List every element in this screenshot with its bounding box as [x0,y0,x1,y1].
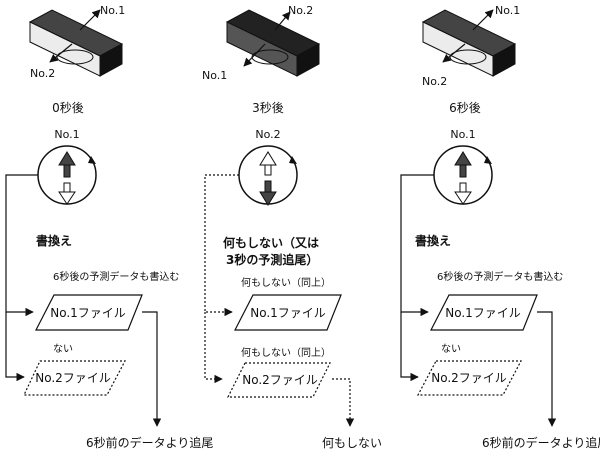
file-label: No.1ファイル [50,306,126,320]
rotation-dial [238,145,298,206]
file-no1: No.1ファイル [234,294,342,331]
sensor-label-bottom: No.2 [422,75,447,88]
file-label: No.1ファイル [250,306,326,320]
column-0s: No.1 No.2 0秒後 No.1 書換え 6秒後の予測データも書込む [5,4,213,450]
rotation-dial [37,145,97,205]
rotation-dial [433,145,493,205]
arrow-up-icon [454,151,472,178]
file-label: No.2ファイル [35,371,111,385]
file-label: No.1ファイル [445,306,521,320]
sensor-label-bottom: No.2 [30,67,55,80]
action-label: 書換え [36,233,72,248]
arrow-down-icon [259,180,277,206]
arrow-down-icon [454,182,472,205]
file2-note: ない [441,343,461,355]
sensor-bar-icon [28,9,124,77]
column-3s: No.2 No.1 3秒後 No.2 何もしない（又は 3秒の予測追尾） 何もし… [202,4,382,450]
column-6s: No.1 No.2 6秒後 No.1 書換え 6秒後の予測データも書込む No.… [400,4,600,450]
file-no1: No.1ファイル [35,294,143,331]
sensor-bar-icon [225,9,321,77]
file-no1: No.1ファイル [430,294,538,331]
sensor-label-top: No.1 [100,4,125,17]
file-label: No.2ファイル [431,371,507,385]
arrow-up-icon [58,151,76,178]
file-label: No.2ファイル [242,373,318,387]
sensor-label-top: No.1 [495,4,520,17]
file-no2: No.2ファイル [417,360,522,396]
time-label: 0秒後 [52,101,84,115]
action-label: 書換え [415,233,451,248]
file2-note: ない [53,343,73,355]
result-label: 6秒前のデータより追尾 [86,435,213,450]
file1-note: 6秒後の予測データも書込む [437,270,563,283]
time-label: 6秒後 [449,101,481,115]
arrow-down-icon [58,182,76,205]
dial-label: No.2 [255,128,280,141]
action-label-line2: 3秒の予測追尾） [226,252,318,267]
result-label: 6秒前のデータより追尾 [482,435,600,450]
result-label: 何もしない [322,436,382,450]
sensor-label-top: No.2 [288,4,313,17]
time-label: 3秒後 [252,101,284,115]
file1-note: 何もしない（同上） [241,276,331,289]
file-no2: No.2ファイル [227,362,331,398]
file1-note: 6秒後の予測データも書込む [53,270,179,283]
sensor-label-bottom: No.1 [202,69,227,82]
sensor-bar-icon [421,9,517,77]
action-label-line1: 何もしない（又は [223,235,319,250]
dial-label: No.1 [54,128,79,141]
arrow-up-icon [259,151,277,176]
file-no2: No.2ファイル [23,360,126,396]
file2-note: 何もしない（同上） [241,346,331,359]
dial-label: No.1 [450,128,475,141]
